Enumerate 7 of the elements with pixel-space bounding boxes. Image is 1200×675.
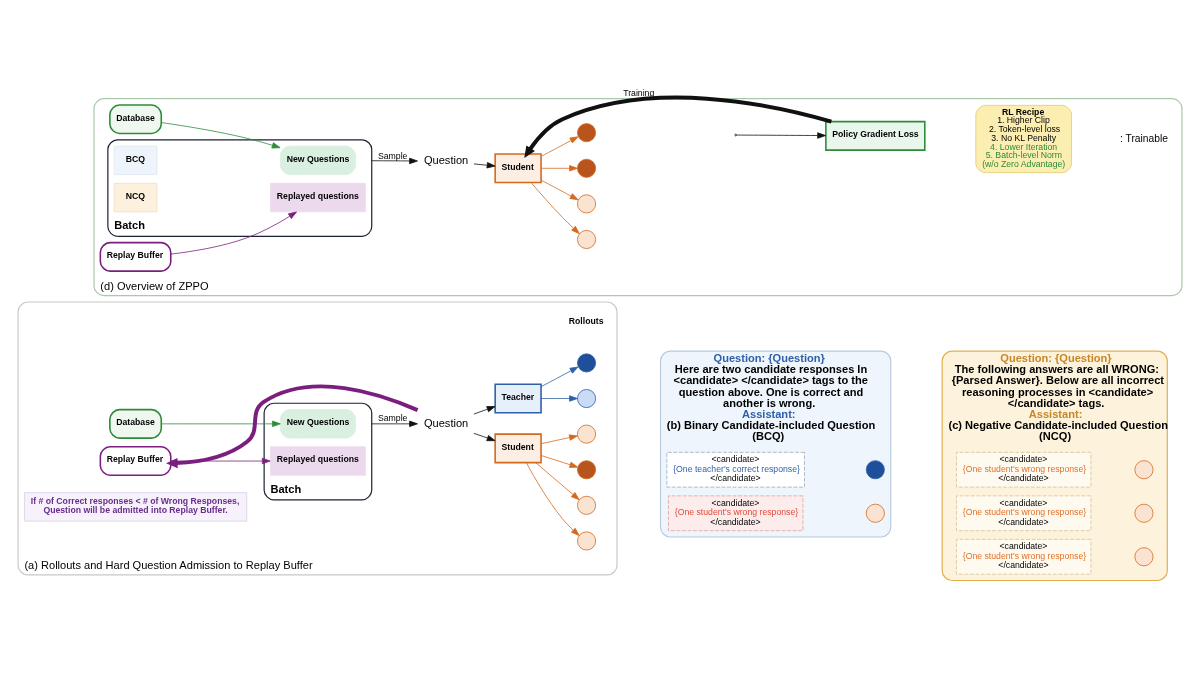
label: Rollouts	[568, 315, 604, 326]
node-text: Question	[423, 416, 469, 429]
edge-label: Sample	[377, 150, 408, 161]
node-text: Question	[423, 153, 469, 166]
legend-label: : Trainable	[1119, 132, 1168, 144]
edge-label: Training	[623, 87, 655, 98]
edge-label: Sample	[377, 412, 408, 423]
